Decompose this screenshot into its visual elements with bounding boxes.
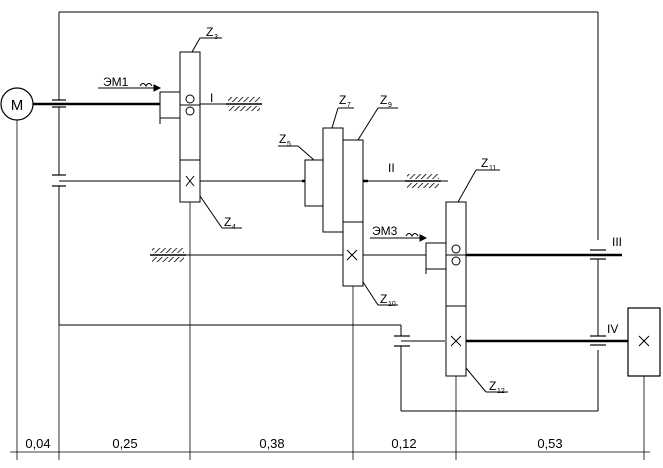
gear-z12-sub: 12 [497, 388, 505, 395]
dimension-label: 0,53 [537, 436, 562, 451]
motor-label: M [11, 97, 24, 114]
gear-z10-sub: 10 [388, 301, 396, 308]
frame-bearings [52, 99, 606, 347]
dimension-extension-lines [16, 120, 645, 460]
gear-z12-label: Z [489, 379, 496, 393]
support-shaft-iii [150, 248, 186, 262]
shaft-iii-label: III [612, 235, 622, 249]
gear-z4-label: Z [224, 215, 231, 229]
gear-z9-label: Z [380, 93, 387, 107]
gear-z11 [445, 169, 500, 307]
gear-z7-label: Z [339, 93, 346, 107]
support-shaft-i [226, 97, 262, 111]
clutch-em1 [98, 83, 181, 124]
gear-z3 [179, 37, 222, 161]
labels: M Z 3 Z 4 Z 5 Z 7 Z 9 Z 10 Z 11 Z 12 ЭМ1… [11, 25, 622, 451]
gear-z3-label: Z [206, 25, 213, 39]
support-shaft-ii [405, 174, 441, 188]
gear-z3-sub: 3 [214, 34, 218, 41]
gear-z11-label: Z [481, 156, 488, 170]
gear-z5 [278, 145, 324, 207]
shaft-i-label: I [210, 91, 213, 105]
gear-z5-label: Z [279, 132, 286, 146]
clutch-em3-label: ЭМ3 [372, 224, 398, 238]
clutch-em1-label: ЭМ1 [103, 75, 129, 89]
gear-z9-sub: 9 [388, 102, 392, 109]
output-unit [627, 307, 661, 377]
dimension-label: 0,12 [391, 436, 416, 451]
gear-z7-sub: 7 [347, 102, 351, 109]
dimension-label: 0,25 [112, 436, 137, 451]
housing-frame [58, 11, 599, 412]
gear-z4 [179, 159, 242, 229]
dimension-label: 0,38 [259, 436, 284, 451]
shaft-iv-label: IV [607, 322, 618, 336]
gear-z10-label: Z [380, 292, 387, 306]
gear-z11-sub: 11 [489, 165, 496, 172]
clutch-em3 [370, 233, 447, 274]
gear-z12 [445, 305, 508, 393]
dimension-label: 0,04 [25, 436, 50, 451]
gear-z4-sub: 4 [232, 224, 236, 231]
gear-z5-sub: 5 [287, 141, 291, 148]
shaft-ii-label: II [388, 161, 395, 175]
